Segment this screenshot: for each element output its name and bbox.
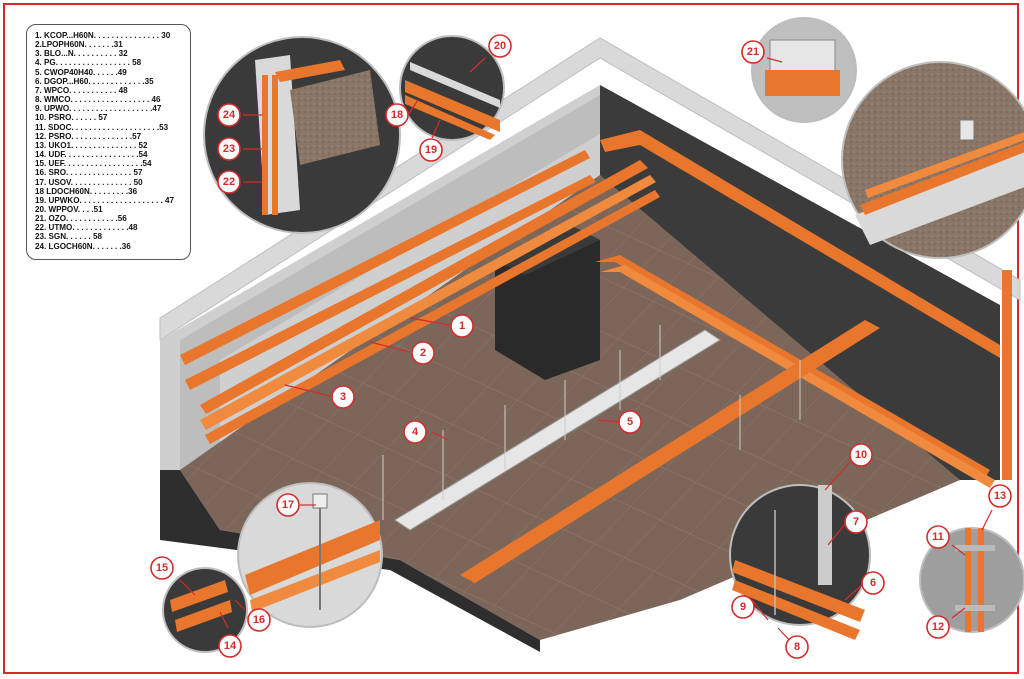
legend-item: 12. PSRO. . . . . . . . . . . . . .57 [35,131,142,141]
legend-item: 14. UDF. . . . . . . . . . . . . . . . .… [35,150,148,160]
svg-text:8: 8 [794,641,800,653]
svg-text:15: 15 [156,562,168,574]
svg-text:4: 4 [412,426,419,438]
cable-trays-left-wall [180,150,660,444]
svg-text:14: 14 [224,640,237,652]
callout-8: 8 [785,635,809,659]
legend-item: 20. WPPOV. . . .51 [35,204,103,214]
callout-6: 6 [861,571,885,595]
svg-text:21: 21 [747,46,759,58]
inset-bottom-right-tray [729,484,871,640]
callout-23: 23 [217,137,241,161]
callout-9: 9 [731,595,755,619]
legend-item: 21. OZO. . . . . . . . . . . .56 [35,214,127,224]
callout-22: 22 [217,170,241,194]
callout-1: 1 [450,314,474,338]
legend-item: 24. LGOCH60N. . . . . . .36 [35,241,131,251]
legend-item: 16. SRO. . . . . . . . . . . . . . . 57 [35,168,143,178]
svg-text:10: 10 [855,449,867,461]
inset-bottom-center [237,482,383,628]
svg-text:22: 22 [223,176,235,188]
callout-7: 7 [844,510,868,534]
callout-14: 14 [218,634,242,658]
svg-text:17: 17 [282,499,294,511]
legend-item: 13. UKO1. . . . . . . . . . . . . . . 52 [35,140,148,150]
legend-item: 2.LPOPH60N. . . . . . .31 [35,40,123,50]
svg-text:23: 23 [223,143,235,155]
inset-top-right-clamp [751,17,857,123]
leader-lines [179,57,993,644]
inset-far-right-clamps [919,527,1024,633]
svg-text:12: 12 [932,621,944,633]
svg-text:24: 24 [223,109,236,121]
legend-item: 3. BLO...N. . . . . . . . . . 32 [35,49,128,59]
ladder-tray-floor [394,320,880,583]
callout-15: 15 [150,556,174,580]
legend-item: 23. SGN. . . . . . 58 [35,232,103,242]
legend-item: 5. CWOP40H40. . . . . .49 [35,67,127,77]
svg-text:3: 3 [340,391,346,403]
cable-trays-right-wall [595,130,1000,488]
legend-item: 9. UPWO. . . . . . . . . . . . . . . . .… [35,104,162,114]
inset-right-wall-mount [841,61,1024,259]
svg-text:19: 19 [425,144,437,156]
inset-bottom-left [162,567,248,653]
callout-10: 10 [849,443,873,467]
svg-text:1: 1 [459,320,465,332]
svg-text:11: 11 [932,531,944,543]
callout-3: 3 [331,385,355,409]
legend-item: 10. PSRO. . . . . . 57 [35,113,108,123]
legend-item: 17. USOV. . . . . . . . . . . . . . 50 [35,177,143,187]
legend-item: 18 LDOCH60N. . . . . . . . .36 [35,186,138,196]
legend-item: 8. WMCO. . . . . . . . . . . . . . . . .… [35,95,161,105]
inset-top-left-corner [203,36,401,234]
callout-16: 16 [247,608,271,632]
legend-item: 1. KCOP...H60N. . . . . . . . . . . . . … [35,31,171,40]
legend-item: 22. UTMO. . . . . . . . . . . . .48 [35,223,138,233]
callout-4: 4 [403,420,427,444]
legend-item: 6. DGOP...H60. . . . . . . . . . . . .35 [35,76,154,86]
support-rods [382,325,801,520]
callout-19: 19 [419,138,443,162]
legend-item: 4. PG. . . . . . . . . . . . . . . . . 5… [35,58,142,68]
svg-text:7: 7 [853,516,859,528]
callout-24: 24 [217,103,241,127]
callout-13: 13 [988,484,1012,508]
callout-17: 17 [276,493,300,517]
right-wall [600,85,1000,480]
svg-text:2: 2 [420,347,426,359]
callout-18: 18 [385,103,409,127]
svg-text:9: 9 [740,601,746,613]
legend-item: 11. SDOC. . . . . . . . . . . . . . . . … [35,122,169,132]
callout-2: 2 [411,341,435,365]
svg-text:5: 5 [627,416,633,428]
legend-item: 19. UPWKO. . . . . . . . . . . . . . . .… [35,195,174,205]
svg-text:18: 18 [391,109,403,121]
legend-item: 15. UEF. . . . . . . . . . . . . . . . .… [35,159,152,169]
legend-item: 7. WPCO. . . . . . . . . . . 48 [35,85,128,95]
callout-12: 12 [926,615,950,639]
svg-text:13: 13 [994,490,1006,502]
border-frame [3,3,1019,674]
left-wall-inner [180,95,640,470]
callout-11: 11 [926,525,950,549]
wall-cable-vertical [1002,270,1012,480]
svg-text:16: 16 [253,614,265,626]
callout-21: 21 [741,40,765,64]
inset-top-middle [399,35,505,141]
legend-box: 1. KCOP...H60N. . . . . . . . . . . . . … [26,24,191,260]
callout-5: 5 [618,410,642,434]
svg-text:20: 20 [494,40,506,52]
svg-text:6: 6 [870,577,876,589]
callout-20: 20 [488,34,512,58]
